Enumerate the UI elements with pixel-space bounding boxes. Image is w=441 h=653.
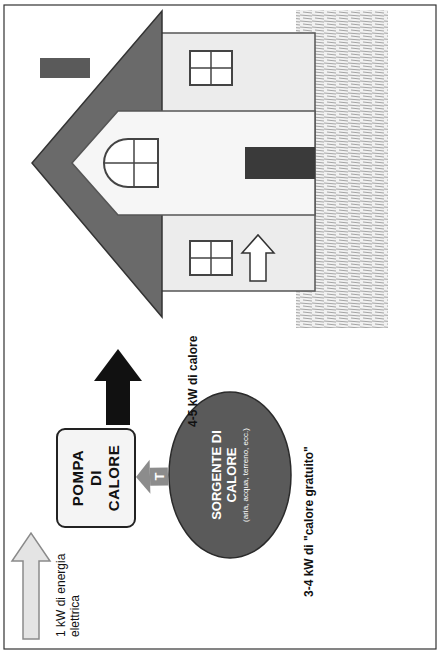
energy-arrow [12,533,50,639]
device-box: POMPA DI CALORE [56,428,136,528]
door [245,147,315,179]
arched-window [104,139,158,187]
chimney [40,58,90,78]
flow-connector [136,460,168,494]
node-text-group: POMPA DI CALORE [69,442,123,514]
window-bars [190,51,232,85]
node-heading: POMPA DI CALORE [69,442,123,514]
window [190,51,232,85]
input-label: 1 kW di energia elettrica [54,525,82,637]
node-subtext: (aria, acqua, terreno, ecc.) [241,405,251,545]
connector-label: T [152,473,167,481]
arrow-head [136,460,150,494]
front-gable [72,111,315,215]
heat-arrow-symbol [242,235,274,281]
window [190,241,232,275]
connector-shaft [150,467,168,485]
window-bars [104,139,158,187]
heat-output-arrow [94,349,142,425]
output-label: 4-5 kW di calore [186,327,200,427]
window-bars [190,241,232,275]
source-label: 3-4 kW di "calore gratuito" [302,357,316,597]
node-heading: SORGENTE DI CALORE [209,430,239,520]
frame [4,5,436,649]
node-text-group: SORGENTE DI CALORE(aria, acqua, terreno,… [209,405,251,545]
house-illustration [32,10,388,328]
